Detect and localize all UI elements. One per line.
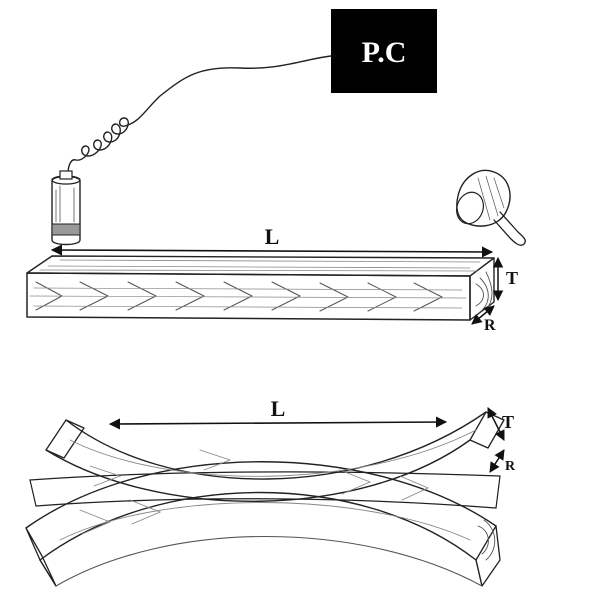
- microphone-cable: [67, 55, 332, 175]
- pc-label: P.C: [362, 36, 407, 69]
- static-width-arrow: [471, 305, 495, 325]
- pc-box: P.C: [331, 9, 437, 93]
- vibrating-width-label: R: [505, 459, 516, 474]
- vibrating-width-arrow: [489, 449, 505, 473]
- pc-box-background: [331, 9, 437, 93]
- static-length-arrow: [50, 244, 494, 258]
- static-length-label: L: [265, 224, 280, 249]
- vibrating-beam: L T R: [25, 396, 516, 587]
- static-width-label: R: [484, 317, 496, 334]
- microphone-icon: [51, 170, 81, 246]
- vibrating-thickness-label: T: [502, 412, 514, 432]
- vibrating-length-arrow: [108, 416, 448, 430]
- static-thickness-label: T: [506, 268, 518, 288]
- vibrating-length-label: L: [271, 396, 286, 421]
- static-beam: L T R: [26, 224, 518, 334]
- hammer-icon: [456, 169, 526, 246]
- vibrating-thickness-arrow: [487, 407, 505, 441]
